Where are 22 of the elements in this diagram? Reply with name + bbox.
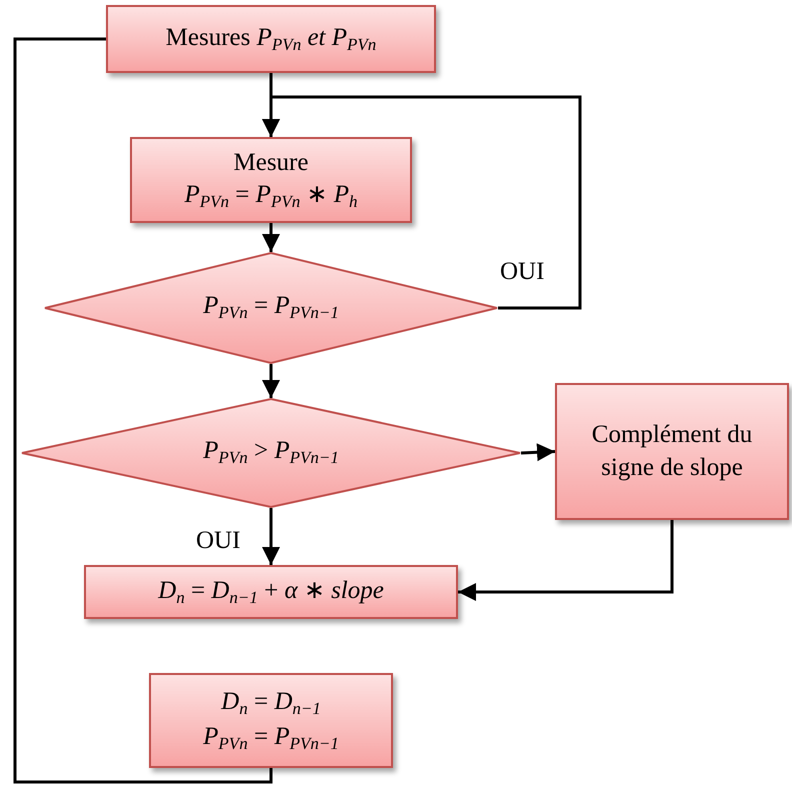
node-text: P$_{PVn}$ = P$_{PVn−1}$ xyxy=(203,722,339,755)
node-text: D$_{n}$ = D$_{n−1}$ + α ∗ slope xyxy=(158,576,384,609)
node-text: P$_{PVn}$ = P$_{PVn}$ ∗ P$_{h}$ xyxy=(184,180,358,214)
process-box xyxy=(106,5,436,73)
node-text: P$_{PVn}$ > P$_{PVn−1}$ xyxy=(203,437,339,469)
node-text: Mesures P$_{PVn}$ et P$_{PVn}$ xyxy=(166,22,376,56)
process-box xyxy=(149,673,393,768)
decision-diamond xyxy=(44,252,498,364)
process-box xyxy=(84,565,458,619)
node-text: D$_{n}$ = D$_{n−1}$ xyxy=(221,687,321,720)
arrow xyxy=(262,508,280,565)
node-text: P$_{PVn}$ = P$_{PVn−1}$ xyxy=(203,292,339,324)
arrow xyxy=(520,443,556,462)
node-text: Mesure xyxy=(234,148,308,178)
decision-diamond xyxy=(21,398,521,508)
arrow xyxy=(262,364,280,398)
process-box xyxy=(130,137,412,223)
arrow xyxy=(458,520,674,601)
node-text: Complément du signe de slope xyxy=(591,420,753,482)
arrow xyxy=(262,96,582,310)
process-box xyxy=(555,383,789,520)
arrow xyxy=(262,223,280,252)
